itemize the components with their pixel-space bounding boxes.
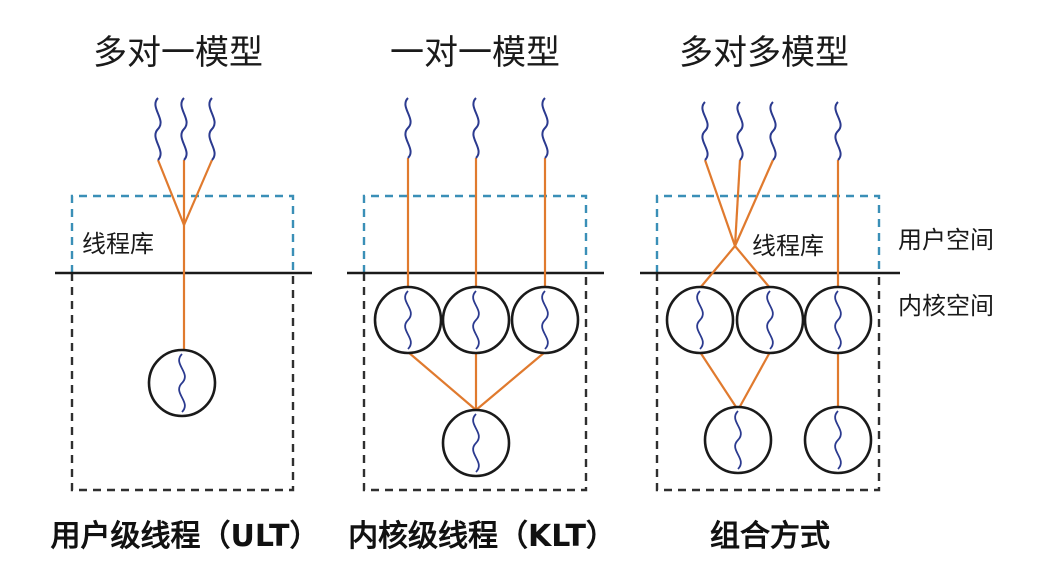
- wavy-thread-icon: [154, 97, 162, 161]
- kernel-thread-wave: [541, 290, 549, 350]
- kernel-thread-circle-icon: [147, 348, 217, 418]
- connector-layer: [156, 158, 840, 411]
- kernel-thread-wave: [834, 410, 842, 470]
- kernel-space-label: 内核空间: [898, 292, 994, 320]
- connector-line: [699, 245, 736, 289]
- wavy-thread-icon: [180, 97, 188, 161]
- thread-library-label-combined: 线程库: [752, 232, 824, 260]
- kernel-thread-wave: [766, 290, 774, 350]
- kernel-thread-wave: [696, 290, 704, 350]
- wavy-thread-icon: [736, 101, 744, 161]
- kernel-thread-circle-icon: [665, 285, 735, 355]
- wavy-thread-icon: [701, 101, 709, 161]
- connector-line: [699, 351, 739, 411]
- title-many-to-many: 多对多模型: [679, 33, 849, 73]
- caption-combined: 组合方式: [710, 519, 830, 554]
- wavy-thread-icon: [404, 97, 412, 159]
- kernel-thread-wave: [404, 290, 412, 350]
- connector-line: [475, 351, 546, 411]
- wavy-thread-icon: [834, 101, 842, 161]
- wavy-thread-icon: [541, 97, 549, 159]
- connector-line: [407, 351, 477, 411]
- thread-library-label-ult: 线程库: [82, 230, 154, 258]
- kernel-thread-circle-icon: [703, 405, 773, 475]
- connector-line: [156, 159, 186, 226]
- title-many-to-one: 多对一模型: [93, 33, 263, 73]
- kernel-thread-circle-icon: [373, 285, 443, 355]
- connector-line: [733, 159, 775, 247]
- kernel-thread-circle-icon: [735, 285, 805, 355]
- wavy-thread-icon: [472, 97, 480, 159]
- connector-line: [734, 245, 771, 289]
- kernel-thread-wave: [734, 410, 742, 470]
- kernel-thread-wave: [178, 353, 186, 413]
- kernel-thread-circle-icon: [803, 285, 873, 355]
- caption-klt: 内核级线程（KLT）: [348, 519, 616, 554]
- kernel-thread-circle-icon: [510, 285, 580, 355]
- kernel-thread-layer: [147, 285, 873, 478]
- kernel-thread-circle-icon: [441, 285, 511, 355]
- frame-combined: [655, 194, 881, 492]
- frame-ult: [70, 194, 295, 492]
- kernel-thread-circle-icon: [803, 405, 873, 475]
- title-one-to-one: 一对一模型: [390, 33, 560, 73]
- connector-line: [737, 351, 771, 411]
- kernel-thread-wave: [472, 290, 480, 350]
- connector-line: [703, 159, 737, 247]
- kernel-thread-wave: [472, 413, 480, 473]
- wavy-thread-icon: [769, 101, 777, 161]
- kernel-thread-circle-icon: [441, 408, 511, 478]
- caption-ult: 用户级线程（ULT）: [51, 519, 320, 554]
- connector-line: [182, 159, 214, 226]
- user-thread-layer: [154, 97, 842, 161]
- user-space-label: 用户空间: [898, 226, 994, 254]
- connector-line: [733, 159, 742, 247]
- kernel-thread-wave: [834, 290, 842, 350]
- wavy-thread-icon: [208, 97, 216, 161]
